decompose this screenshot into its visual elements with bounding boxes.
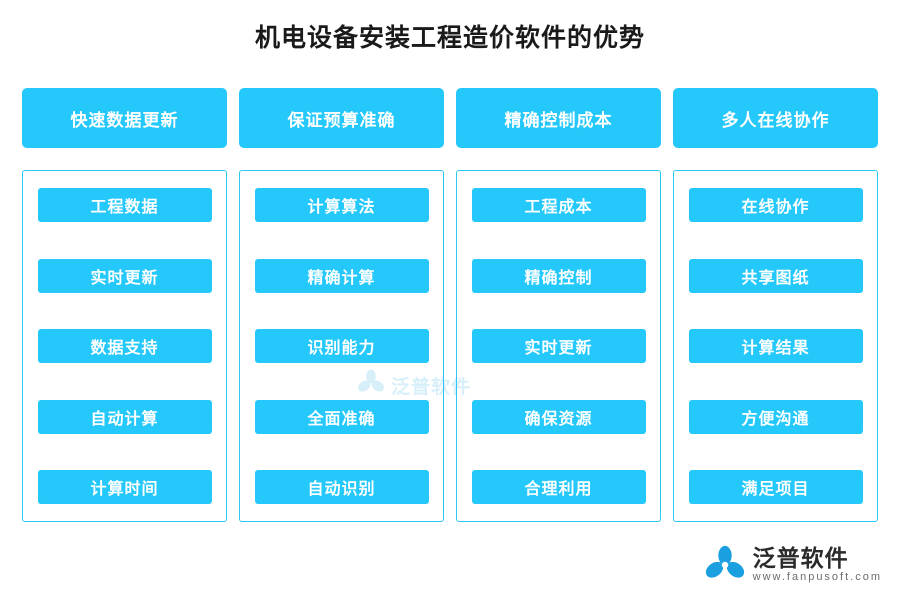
column-3-header[interactable]: 精确控制成本 xyxy=(456,88,661,148)
item-box[interactable]: 工程成本 xyxy=(471,188,646,222)
item-box[interactable]: 精确控制 xyxy=(471,258,646,293)
item-box[interactable]: 实时更新 xyxy=(471,329,646,363)
column-1: 快速数据更新 工程数据 实时更新 数据支持 自动计算 计算时间 xyxy=(22,88,227,522)
item-box[interactable]: 自动识别 xyxy=(254,470,429,504)
item-box[interactable]: 在线协作 xyxy=(688,188,863,222)
column-1-panel: 工程数据 实时更新 数据支持 自动计算 计算时间 xyxy=(22,170,227,522)
item-box[interactable]: 精确计算 xyxy=(254,258,429,293)
column-4: 多人在线协作 在线协作 共享图纸 计算结果 方便沟通 满足项目 xyxy=(673,88,878,522)
column-2: 保证预算准确 计算算法 精确计算 识别能力 全面准确 自动识别 xyxy=(239,88,444,522)
column-4-panel: 在线协作 共享图纸 计算结果 方便沟通 满足项目 xyxy=(673,170,878,522)
columns-container: 快速数据更新 工程数据 实时更新 数据支持 自动计算 计算时间 保证预算准确 计… xyxy=(22,88,878,522)
logo-name-en: www.fanpusoft.com xyxy=(752,571,882,583)
item-box[interactable]: 确保资源 xyxy=(471,399,646,434)
item-box[interactable]: 计算算法 xyxy=(254,188,429,222)
column-3-panel: 工程成本 精确控制 实时更新 确保资源 合理利用 xyxy=(456,170,661,522)
item-box[interactable]: 计算时间 xyxy=(37,470,212,504)
brand-logo: 泛普软件 www.fanpusoft.com xyxy=(704,544,882,586)
logo-text-block: 泛普软件 www.fanpusoft.com xyxy=(753,546,882,584)
column-2-panel: 计算算法 精确计算 识别能力 全面准确 自动识别 xyxy=(239,170,444,522)
column-3: 精确控制成本 工程成本 精确控制 实时更新 确保资源 合理利用 xyxy=(456,88,661,522)
page-title: 机电设备安装工程造价软件的优势 xyxy=(254,24,645,52)
item-box[interactable]: 自动计算 xyxy=(37,399,212,434)
item-box[interactable]: 实时更新 xyxy=(37,258,212,293)
column-1-header[interactable]: 快速数据更新 xyxy=(22,88,227,148)
column-4-header[interactable]: 多人在线协作 xyxy=(673,88,878,148)
item-box[interactable]: 全面准确 xyxy=(254,399,429,434)
column-2-header[interactable]: 保证预算准确 xyxy=(239,88,444,148)
item-box[interactable]: 数据支持 xyxy=(37,329,212,363)
item-box[interactable]: 工程数据 xyxy=(37,188,212,222)
item-box[interactable]: 合理利用 xyxy=(471,470,646,504)
flower-logo-icon xyxy=(704,544,746,586)
logo-name-cn: 泛普软件 xyxy=(752,545,849,571)
item-box[interactable]: 满足项目 xyxy=(688,470,863,504)
item-box[interactable]: 计算结果 xyxy=(688,329,863,363)
item-box[interactable]: 方便沟通 xyxy=(688,399,863,434)
item-box[interactable]: 识别能力 xyxy=(254,329,429,363)
item-box[interactable]: 共享图纸 xyxy=(688,258,863,293)
